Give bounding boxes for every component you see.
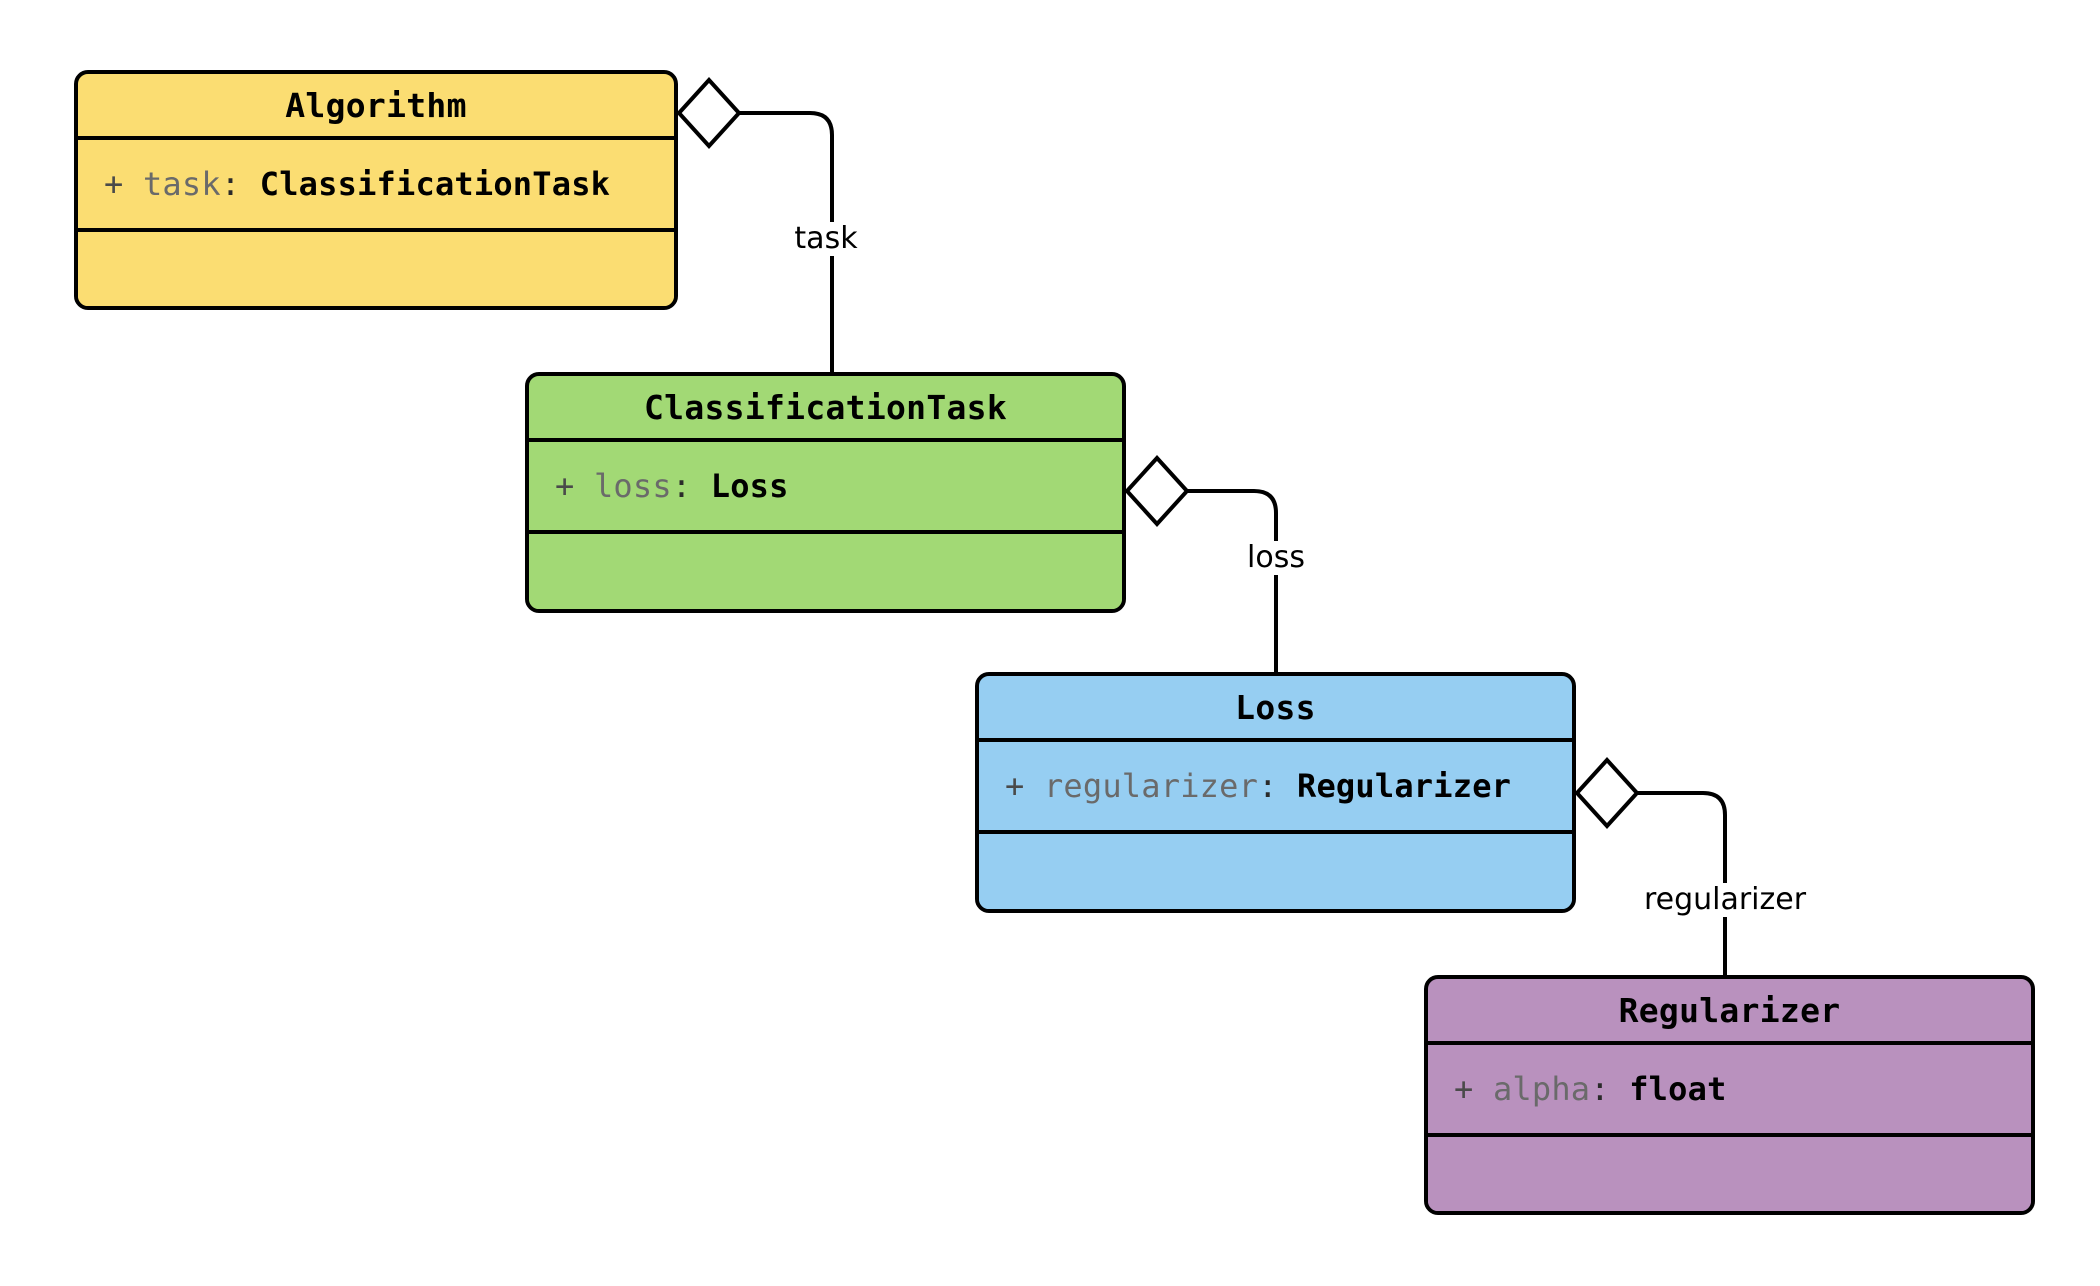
- uml-class-regularizer[interactable]: Regularizer + alpha: float: [1424, 975, 2035, 1215]
- class-name-classification-task: ClassificationTask: [643, 387, 1008, 427]
- uml-class-loss[interactable]: Loss + regularizer: Regularizer: [975, 672, 1576, 913]
- class-name-algorithm: Algorithm: [285, 85, 467, 125]
- attribute-name: task: [142, 165, 221, 203]
- compartment-divider: [529, 438, 1122, 442]
- attribute-separator: :: [1590, 1070, 1610, 1108]
- attribute-separator: :: [220, 165, 241, 203]
- attribute-visibility: +: [1005, 767, 1025, 805]
- attribute-name: alpha: [1492, 1070, 1591, 1108]
- attribute-type: Loss: [710, 467, 789, 505]
- compartment-divider: [1428, 1133, 2031, 1137]
- attribute-type: ClassificationTask: [259, 165, 611, 203]
- attribute-name: regularizer: [1043, 767, 1259, 805]
- compartment-divider: [529, 530, 1122, 534]
- aggregation-diamond-loss-regularizer[interactable]: [1574, 757, 1640, 829]
- methods-compartment-algorithm: [78, 232, 674, 306]
- attributes-compartment-classification-task: + loss: Loss: [529, 442, 1122, 530]
- methods-compartment-loss: [979, 834, 1572, 909]
- attribute-separator: :: [671, 467, 692, 505]
- attribute-type: Regularizer: [1297, 767, 1512, 805]
- attribute-type: float: [1629, 1070, 1727, 1108]
- relation-label-loss-regularizer: regularizer: [1637, 883, 1813, 917]
- uml-class-algorithm[interactable]: Algorithm + task: ClassificationTask: [74, 70, 678, 310]
- relation-label-task-loss: loss: [1241, 541, 1311, 575]
- attribute-name: loss: [593, 467, 672, 505]
- aggregation-diamond-algorithm-task[interactable]: [676, 77, 742, 149]
- attribute-row: + regularizer: Regularizer: [1005, 767, 1511, 805]
- relation-label-algorithm-task: task: [788, 222, 864, 256]
- attribute-visibility: +: [104, 165, 124, 203]
- compartment-divider: [979, 830, 1572, 834]
- aggregation-diamond-task-loss[interactable]: [1124, 455, 1190, 527]
- relation-line-task-loss[interactable]: [1187, 489, 1278, 672]
- class-name-regularizer: Regularizer: [1618, 990, 1841, 1030]
- attribute-row: + task: ClassificationTask: [104, 165, 610, 203]
- attribute-visibility: +: [555, 467, 575, 505]
- attributes-compartment-algorithm: + task: ClassificationTask: [78, 140, 674, 228]
- compartment-divider: [78, 136, 674, 140]
- methods-compartment-classification-task: [529, 534, 1122, 609]
- class-name-loss: Loss: [1235, 687, 1316, 727]
- methods-compartment-regularizer: [1428, 1137, 2031, 1211]
- attributes-compartment-loss: + regularizer: Regularizer: [979, 742, 1572, 830]
- attribute-separator: :: [1258, 767, 1278, 805]
- compartment-divider: [78, 228, 674, 232]
- compartment-divider: [1428, 1041, 2031, 1045]
- attribute-row: + alpha: float: [1454, 1070, 1727, 1108]
- compartment-divider: [979, 738, 1572, 742]
- attribute-visibility: +: [1454, 1070, 1474, 1108]
- attributes-compartment-regularizer: + alpha: float: [1428, 1045, 2031, 1133]
- attribute-row: + loss: Loss: [555, 467, 789, 505]
- uml-class-classification-task[interactable]: ClassificationTask + loss: Loss: [525, 372, 1126, 613]
